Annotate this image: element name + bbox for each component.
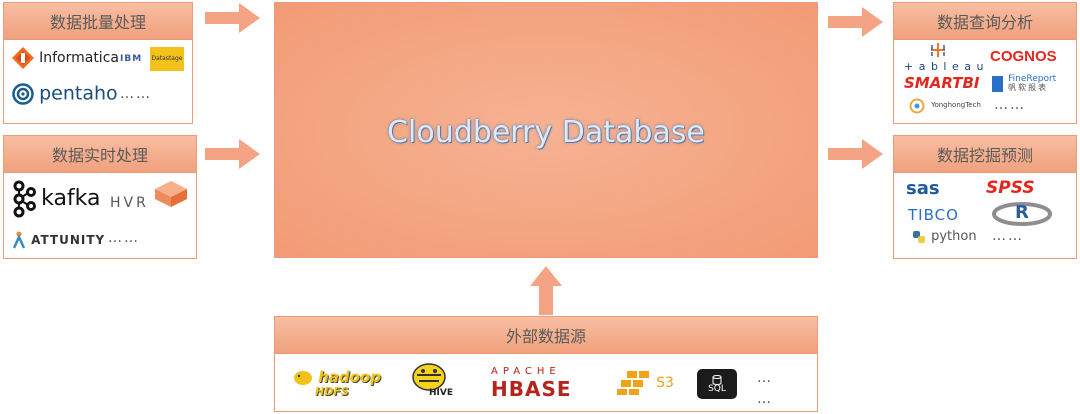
realtime-processing-title: 数据实时处理 [4, 136, 196, 173]
hvr-logo: HVR [110, 180, 188, 210]
hadoop-elephant-icon [294, 370, 312, 385]
datastage-logo: Datastage [150, 47, 184, 71]
external-more-indicator-1: … [757, 370, 773, 386]
yonghong-icon [909, 98, 925, 113]
tableau-cross-icon [931, 43, 945, 57]
external-to-core-arrow [530, 266, 562, 315]
s3-boxes-icon [617, 371, 649, 395]
batch-processing-panel: 数据批量处理 Informatica IBM Datastage pentaho… [3, 2, 193, 124]
smartbi-logo: SMARTBI [904, 74, 980, 92]
kafka-logo: kafka [10, 180, 101, 218]
query-analysis-title: 数据查询分析 [894, 3, 1076, 40]
batch-processing-title: 数据批量处理 [4, 3, 192, 40]
finereport-icon [992, 75, 1003, 92]
ibm-logo: IBM [120, 54, 143, 64]
core-to-mining-arrow [828, 139, 883, 169]
tibco-logo: TIBCO [908, 206, 959, 224]
mining-more-indicator: …… [992, 228, 1024, 244]
python-icon [913, 230, 925, 243]
r-language-icon [992, 202, 1052, 226]
realtime-to-core-arrow [205, 139, 260, 169]
spss-logo: SPSS [986, 178, 1035, 198]
attunity-icon [12, 231, 26, 249]
pentaho-logo: pentaho [12, 83, 118, 105]
hive-bee-icon [412, 363, 446, 391]
core-to-query-arrow [828, 7, 883, 37]
pentaho-icon [12, 83, 34, 105]
sas-logo: sas [906, 178, 940, 199]
tableau-logo: + a b l e a u [904, 43, 984, 73]
batch-more-indicator: …… [120, 86, 152, 102]
data-mining-title: 数据挖掘预测 [894, 136, 1076, 173]
hbase-logo: APACHE HBASE [491, 366, 572, 401]
realtime-processing-panel: 数据实时处理 kafka HVR ATTUNITY …… [3, 135, 197, 259]
hadoop-hdfs-logo: hadoop HDFS [293, 369, 381, 397]
external-more-indicator-2: … [757, 391, 773, 407]
attunity-logo: ATTUNITY [12, 231, 105, 249]
python-logo: python [912, 228, 977, 244]
kafka-icon [13, 180, 36, 218]
cognos-logo: COGNOS [990, 48, 1057, 65]
finereport-logo: FineReport 帆软报表 [992, 74, 1056, 93]
query-more-indicator: …… [994, 97, 1026, 113]
database-icon [712, 374, 722, 385]
yonghongtech-logo: YonghongTech [908, 97, 981, 114]
external-sources-title: 外部数据源 [275, 317, 817, 354]
cloudberry-database-core: Cloudberry Database [274, 2, 818, 258]
query-analysis-panel: 数据查询分析 + a b l e a u COGNOS SMARTBI Fine… [893, 2, 1077, 124]
realtime-more-indicator: …… [108, 230, 140, 246]
sql-logo: SQL [697, 369, 737, 399]
batch-to-core-arrow [205, 3, 260, 33]
informatica-icon [12, 47, 34, 69]
core-title: Cloudberry Database [387, 115, 705, 150]
informatica-logo: Informatica [12, 47, 119, 69]
hvr-cube-icon [154, 181, 187, 207]
r-logo: R [992, 202, 1052, 229]
external-sources-panel: 外部数据源 hadoop HDFS HIVE APACHE HBASE S3 [274, 316, 818, 412]
hive-logo: HIVE [409, 361, 453, 398]
s3-logo: S3 [617, 371, 674, 395]
data-mining-panel: 数据挖掘预测 sas SPSS TIBCO R python …… [893, 135, 1077, 259]
